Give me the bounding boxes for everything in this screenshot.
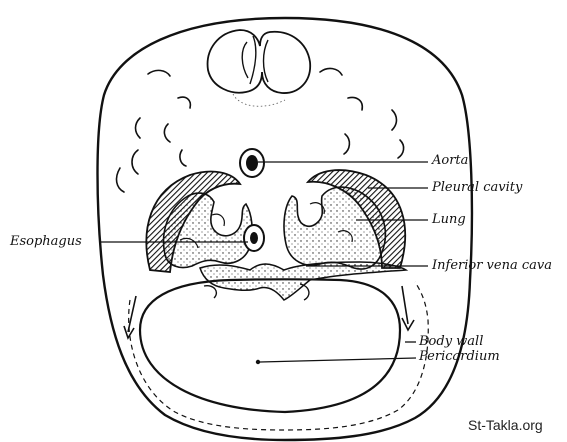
label-esophagus: Esophagus [10,234,82,249]
label-pleural-cavity: Pleural cavity [432,180,523,195]
body-outline [96,16,474,442]
lung-left [162,192,253,269]
label-pericardium: Pericardium [419,349,500,364]
mesenchyme-marks [115,67,405,193]
body-wall [128,281,429,431]
mediastinum [199,261,409,301]
flow-arrows [123,285,415,340]
esophagus [243,224,265,252]
spinal-cord [206,29,311,107]
pericardium [138,278,402,414]
lung-right [283,186,387,270]
label-body-wall: Body wall [419,334,484,349]
label-aorta: Aorta [432,153,469,168]
label-lung: Lung [432,212,466,227]
label-inferior-vena-cava: Inferior vena cava [432,258,552,273]
pericardium-marker [255,359,261,365]
watermark-text: St-Takla.org [468,417,543,433]
aorta [239,148,265,178]
leader-lines [100,161,428,363]
